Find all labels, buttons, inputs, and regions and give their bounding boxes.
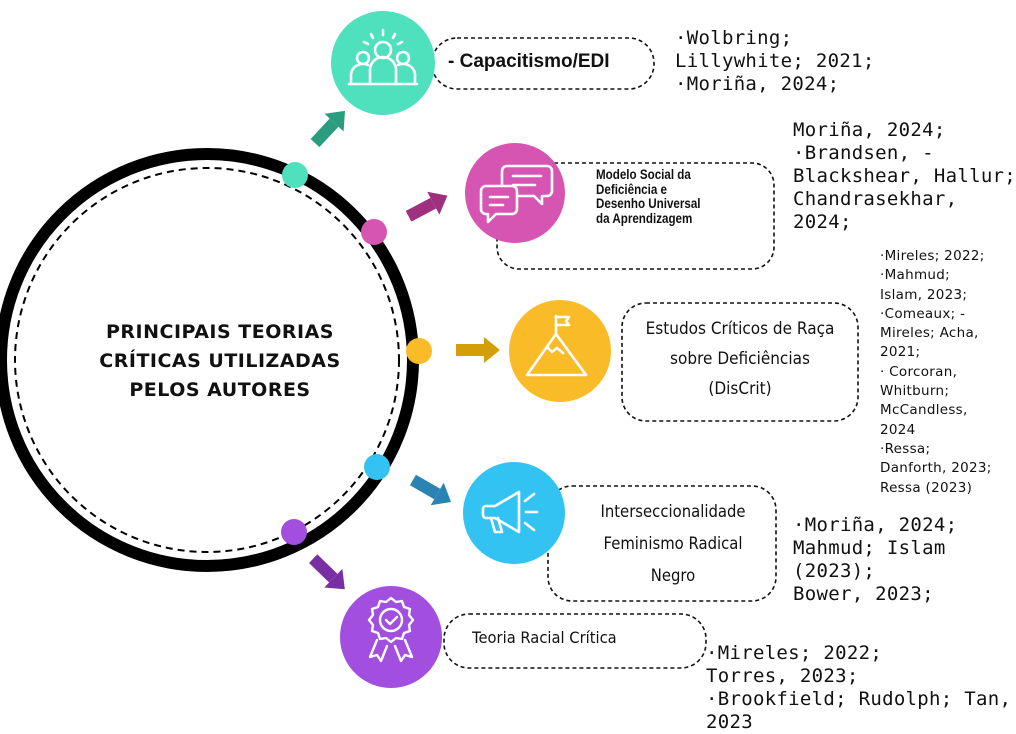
label-line: da Aprendizagem bbox=[596, 210, 693, 226]
label-capacitismo: - Capacitismo/EDI bbox=[448, 51, 610, 73]
refs-capacitismo: ·Wolbring; Lillywhite; 2021; ·Moriña, 20… bbox=[675, 27, 875, 96]
ref-line: ·Moriña, 2024; bbox=[793, 514, 958, 536]
refs-modelo-social: Moriña, 2024; ·Brandsen, - Blackshear, H… bbox=[793, 119, 1016, 234]
refs-interseccionalidade: ·Moriña, 2024; Mahmud; Islam (2023); Bow… bbox=[793, 514, 957, 606]
ref-line: 2024; bbox=[793, 211, 852, 233]
ref-line: Moriña, 2024; bbox=[793, 119, 946, 141]
ref-line: Danforth, 2023; bbox=[880, 460, 992, 477]
label-line: - Capacitismo/EDI bbox=[448, 51, 610, 72]
ref-line: Mahmud; Islam bbox=[793, 537, 946, 559]
label-line: Desenho Universal bbox=[596, 196, 701, 211]
dot-discrit bbox=[406, 338, 432, 364]
box-teoria-racial bbox=[443, 613, 707, 669]
ref-line: ·Mireles; 2022; bbox=[706, 642, 883, 664]
label-line: Estudos Críticos de Raça bbox=[645, 319, 835, 339]
label-teoria-racial: Teoria Racial Crítica bbox=[472, 628, 617, 647]
award-badge-icon bbox=[340, 586, 442, 688]
center-title-line: CRÍTICAS UTILIZADAS bbox=[99, 350, 341, 372]
box-discrit bbox=[621, 302, 859, 422]
ref-line: Chandrasekhar, bbox=[793, 188, 958, 210]
refs-teoria-racial: ·Mireles; 2022; Torres, 2023; ·Brookfiel… bbox=[706, 642, 1011, 734]
ref-line: ·Comeaux; - bbox=[880, 305, 966, 322]
ref-line: ·Mahmud; bbox=[880, 267, 950, 284]
ref-line: Bower, 2023; bbox=[793, 583, 934, 605]
dot-capacitismo bbox=[282, 162, 308, 188]
ref-line: ·Moriña, 2024; bbox=[675, 73, 840, 95]
ref-line: McCandless, bbox=[880, 402, 968, 419]
ref-line: Lillywhite; 2021; bbox=[675, 50, 875, 72]
ref-line: Blackshear, Hallur; bbox=[793, 165, 1016, 187]
label-modelo-social: Modelo Social da Deficiência e Desenho U… bbox=[596, 167, 701, 226]
ref-line: 2021; bbox=[880, 344, 921, 361]
dot-modelo-social bbox=[361, 219, 387, 245]
dot-interseccionalidade bbox=[364, 454, 390, 480]
label-line: Teoria Racial Crítica bbox=[472, 628, 617, 647]
ref-line: (2023); bbox=[793, 560, 876, 582]
megaphone-icon bbox=[463, 462, 565, 564]
arrow-modelo-social bbox=[405, 191, 448, 222]
ref-line: ·Wolbring; bbox=[675, 27, 793, 49]
arrow-teoria-racial bbox=[309, 554, 345, 590]
ref-line: Whitburn; bbox=[880, 383, 950, 400]
center-title-line: PELOS AUTORES bbox=[129, 379, 311, 401]
ref-line: Mireles; Acha, bbox=[880, 325, 979, 342]
arrow-interseccionalidade bbox=[409, 474, 452, 506]
label-line: Negro bbox=[650, 566, 696, 585]
dot-teoria-racial bbox=[281, 519, 307, 545]
chat-bubbles-icon bbox=[465, 143, 565, 243]
label-line: Modelo Social da bbox=[596, 167, 691, 182]
mountain-flag-icon bbox=[509, 300, 611, 402]
label-line: sobre Deficiências bbox=[670, 349, 810, 369]
ref-line: 2023 bbox=[706, 711, 753, 733]
center-title: PRINCIPAIS TEORIAS CRÍTICAS UTILIZADAS P… bbox=[70, 318, 370, 405]
label-line: Deficiência e bbox=[596, 181, 667, 197]
ref-line: Ressa (2023) bbox=[880, 479, 973, 496]
center-title-line: PRINCIPAIS TEORIAS bbox=[106, 321, 334, 343]
arrow-capacitismo bbox=[310, 110, 346, 148]
ref-line: ·Ressa; bbox=[880, 440, 931, 457]
ref-line: Torres, 2023; bbox=[706, 665, 859, 687]
label-line: Feminismo Radical bbox=[603, 534, 743, 553]
refs-discrit: ·Mireles; 2022; ·Mahmud; Islam, 2023; ·C… bbox=[880, 247, 992, 498]
ref-line: ·Brandsen, - bbox=[793, 142, 934, 164]
ref-line: 2024 bbox=[880, 421, 916, 438]
ref-line: Islam, 2023; bbox=[880, 286, 968, 303]
label-line: (DisCrit) bbox=[708, 379, 772, 399]
ref-line: · Corcoran, bbox=[880, 363, 958, 380]
ref-line: ·Brookfield; Rudolph; Tan, bbox=[706, 688, 1012, 710]
inner-dashed-ring bbox=[14, 167, 400, 553]
label-discrit: Estudos Críticos de Raça sobre Deficiênc… bbox=[634, 314, 846, 404]
arrow-discrit bbox=[456, 337, 500, 363]
people-group-icon bbox=[331, 11, 435, 115]
label-line: Interseccionalidade bbox=[600, 502, 746, 521]
ref-line: ·Mireles; 2022; bbox=[880, 248, 985, 264]
label-interseccionalidade: Interseccionalidade Feminismo Radical Ne… bbox=[577, 496, 770, 592]
